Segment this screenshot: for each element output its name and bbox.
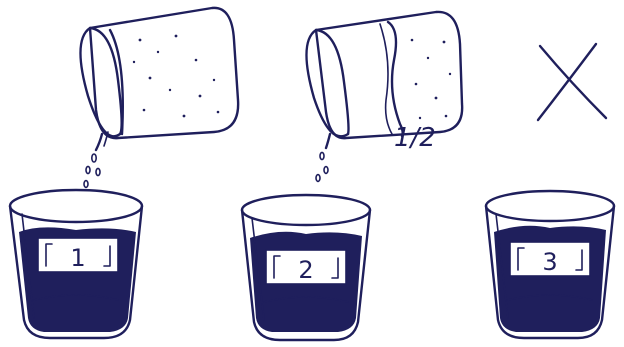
- droplets-1: [84, 154, 100, 187]
- cross-mark-icon: [538, 44, 606, 120]
- droplets-2: [316, 152, 328, 181]
- glass-2-label: 2: [298, 256, 313, 284]
- pouring-glass-full: [80, 8, 238, 150]
- pouring-glass-half: [306, 12, 462, 148]
- glass-3: 3: [486, 191, 614, 338]
- water-texture: [411, 39, 451, 120]
- glass-3-label: 3: [542, 248, 557, 276]
- glass-2: 2: [242, 195, 370, 340]
- water-texture: [133, 35, 220, 118]
- fraction-label: 1/2: [394, 123, 436, 153]
- glass-1: 1: [10, 190, 142, 338]
- glass-1-label: 1: [70, 244, 85, 272]
